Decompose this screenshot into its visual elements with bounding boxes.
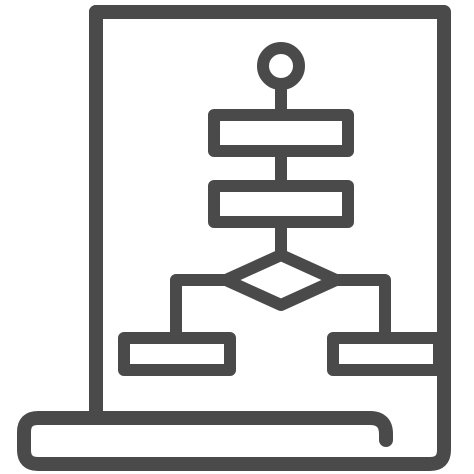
flowchart-output-box-right xyxy=(327,332,445,376)
flowchart-output-box-left xyxy=(118,332,236,376)
document-sheet xyxy=(17,5,451,471)
flowchart-decision-node xyxy=(220,249,342,311)
document-page-curl xyxy=(89,5,393,447)
connector-decision-left-branch xyxy=(170,274,232,344)
connector-decision-right-branch xyxy=(330,274,391,344)
